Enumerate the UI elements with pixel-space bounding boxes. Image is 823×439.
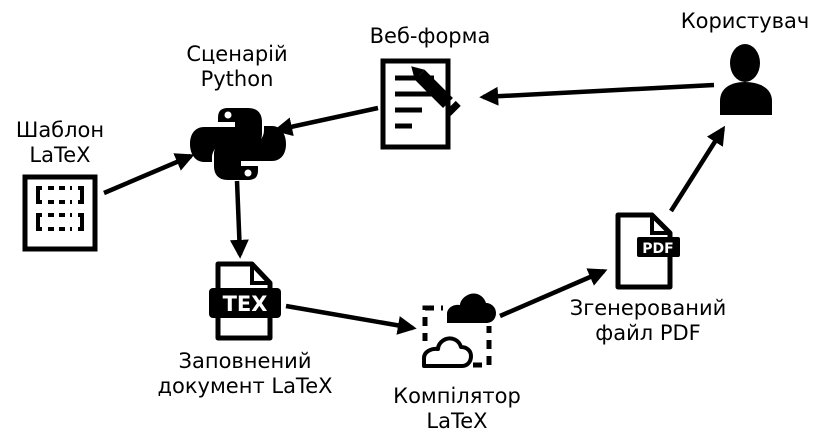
dark-cloud-icon: [443, 293, 496, 326]
label-latex-template: Шаблон LaTeX: [2, 118, 118, 168]
label-filled-document: Заповнений документ LaTeX: [135, 349, 355, 399]
label-python-line2: Python: [200, 67, 274, 91]
label-web-form-text: Веб-форма: [369, 24, 491, 48]
tex-badge-text: TEX: [223, 292, 268, 316]
label-pdf-line1: Згенерований: [569, 296, 727, 320]
label-web-form: Веб-форма: [343, 24, 517, 49]
label-compiler-line2: LaTeX: [426, 409, 488, 433]
label-pdf-line2: файл PDF: [595, 321, 701, 345]
edge-python-to-filled-doc: [229, 180, 249, 259]
label-compiler: Компілятор LaTeX: [367, 384, 547, 434]
label-user: Користувач: [663, 9, 823, 34]
cloud-compiler-icon: [418, 293, 496, 370]
pdf-badge-text: PDF: [642, 241, 673, 257]
label-compiler-line1: Компілятор: [393, 384, 521, 408]
template-icon: [22, 174, 98, 252]
edge-user-to-webform: [479, 82, 715, 106]
edge-template-to-python: [103, 153, 195, 196]
pdf-file-icon: PDF: [615, 212, 680, 290]
label-user-text: Користувач: [680, 9, 810, 33]
label-python-line1: Сценарій: [186, 42, 288, 66]
label-filled-line1: Заповнений: [178, 349, 312, 373]
outline-cloud-icon: [418, 336, 473, 370]
tex-file-icon: TEX: [209, 261, 281, 341]
web-form-icon: [380, 58, 461, 150]
label-python-script: Сценарій Python: [162, 42, 312, 92]
label-template-line1: Шаблон: [15, 118, 105, 142]
edge-filled-doc-to-compiler: [285, 303, 417, 335]
label-filled-line2: документ LaTeX: [157, 374, 333, 398]
edge-webform-to-python: [273, 105, 379, 137]
user-icon: [720, 44, 772, 115]
edge-pdf-to-user: [669, 125, 726, 213]
label-template-line2: LaTeX: [29, 143, 91, 167]
label-generated-pdf: Згенерований файл PDF: [548, 296, 748, 346]
edge-compiler-to-pdf: [499, 268, 608, 319]
python-icon: [190, 108, 286, 180]
